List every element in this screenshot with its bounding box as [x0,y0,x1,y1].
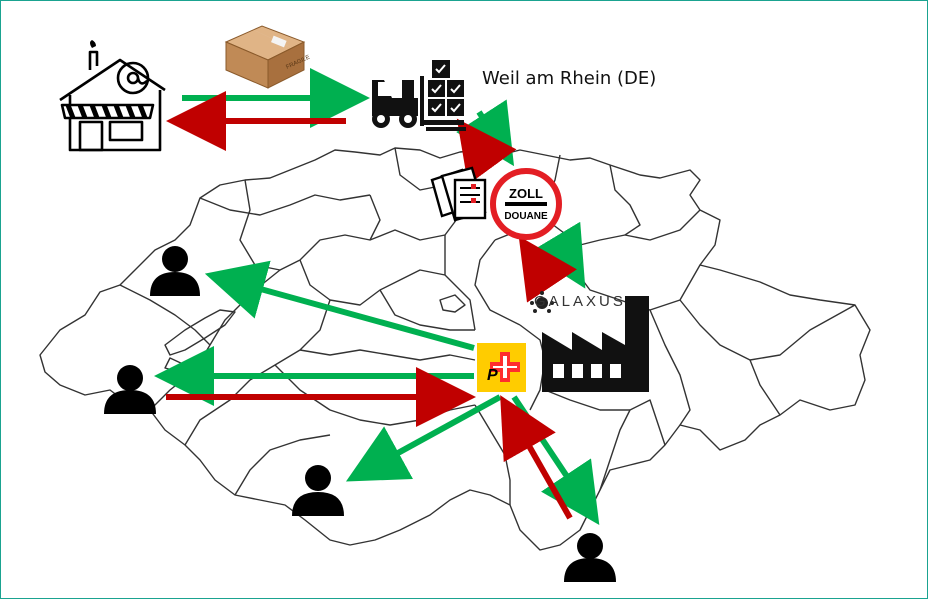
swiss-post-logo: P [477,343,526,392]
arrow-galaxus-to-customs [518,236,577,303]
post-logo-letter: P [487,367,498,384]
flow-arrows [154,68,600,525]
arrow-warehouse-to-customs [456,99,515,167]
customer-icon [150,246,200,296]
arrow-post-to-customer-sw [345,394,502,482]
customer-icon [564,533,616,582]
customs-sign-top: ZOLL [509,186,543,201]
galaxus-brand-name: GALAXUS [534,293,626,310]
parcel-box-icon: FRAGILE [224,25,311,89]
customs-documents-icon [430,166,487,222]
customer-icon [104,365,156,414]
galaxus-logo-icon [530,291,554,313]
customs-sign-icon: ZOLL DOUANE [490,168,562,240]
forklift-warehouse-icon [372,60,466,131]
customs-sign-bottom: DOUANE [504,211,548,222]
customer-icon [292,465,344,516]
location-label: Weil am Rhein (DE) [482,68,657,89]
arrow-customer-s-to-post [500,395,573,520]
arrow-customs-to-warehouse [456,118,517,185]
factory-icon [542,296,649,392]
online-shop-icon [59,40,166,152]
arrow-customs-to-galaxus [528,221,586,289]
arrow-post-to-customer-nw [204,260,475,351]
